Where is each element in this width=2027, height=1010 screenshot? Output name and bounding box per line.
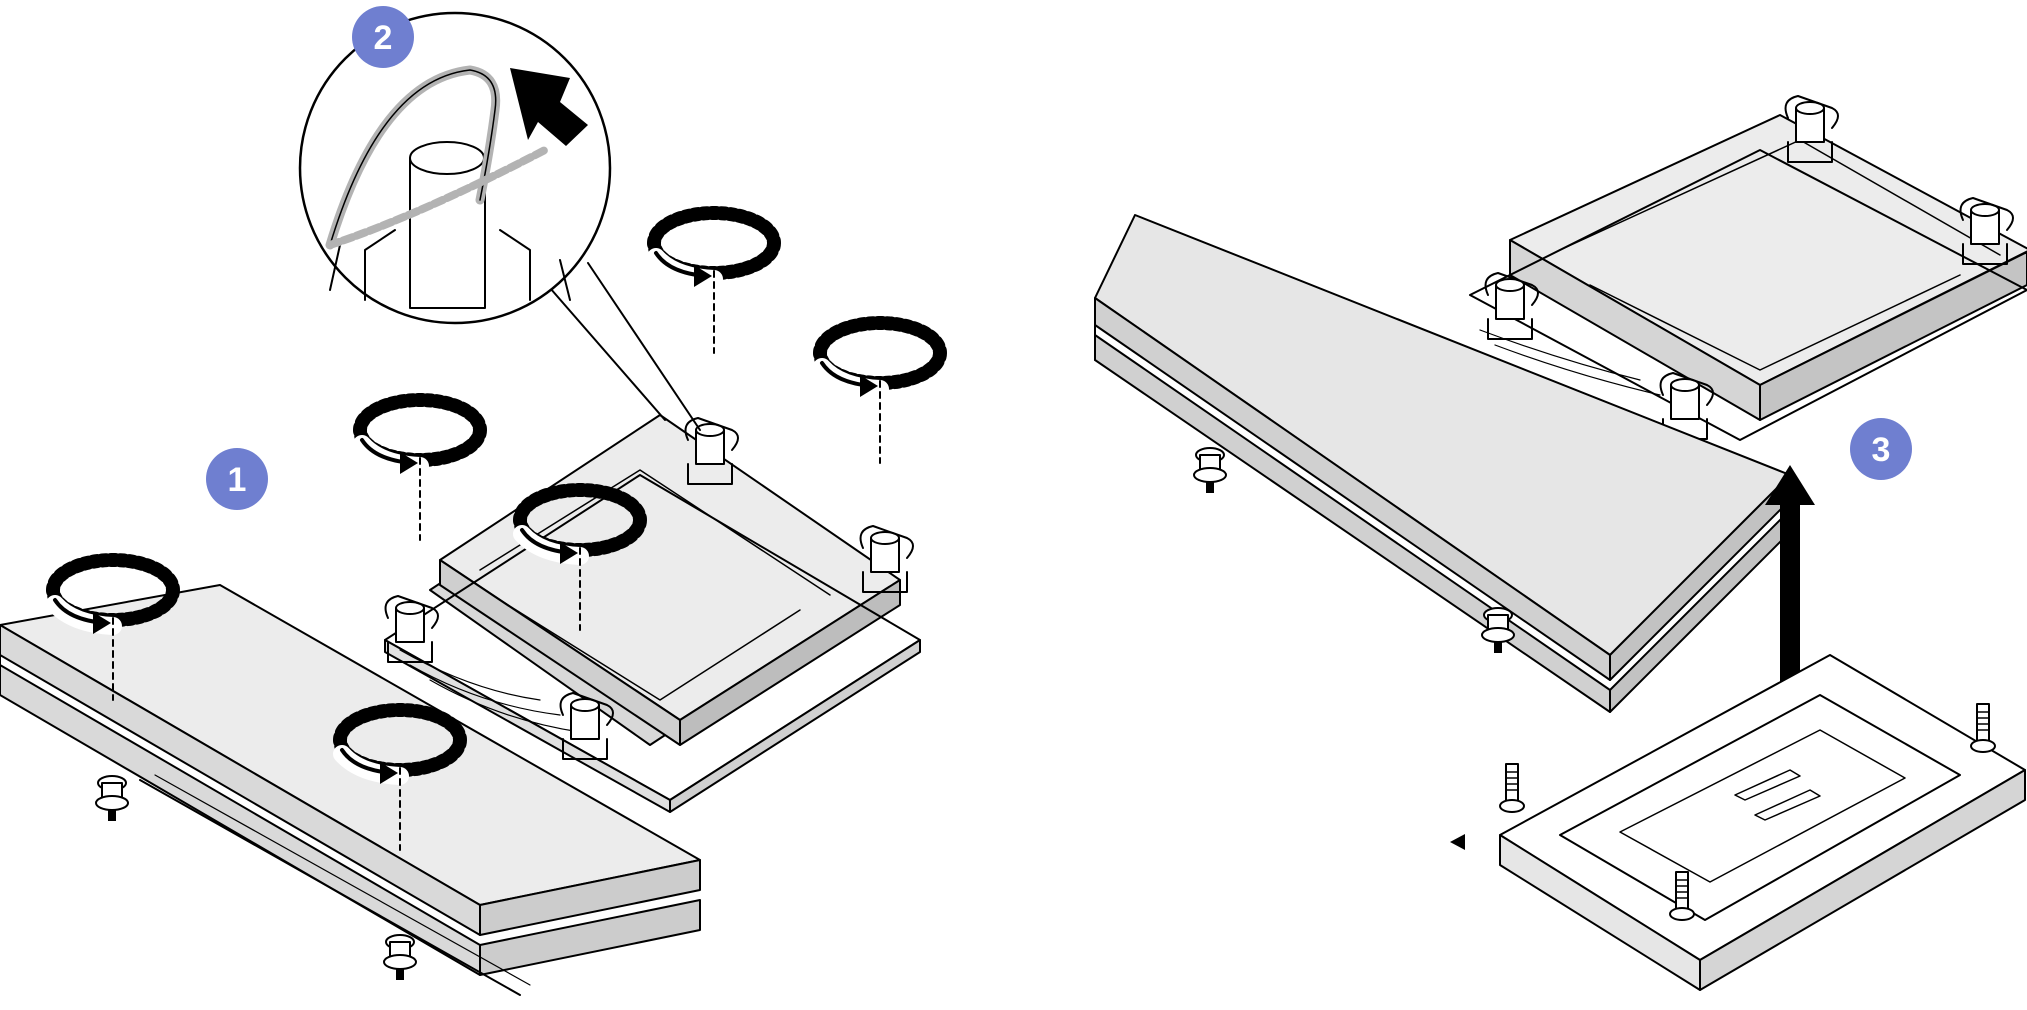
processor-socket (1450, 654, 2026, 991)
step-badge-2-label: 2 (374, 19, 393, 57)
step-badge-3-label: 3 (1872, 431, 1891, 469)
socket-pin-3 (1970, 703, 1996, 753)
step-badge-2: 2 (352, 6, 414, 68)
step-badge-1-label: 1 (228, 461, 247, 499)
right-radiator-bar (1094, 214, 1791, 713)
socket-pin-1 (1499, 763, 1525, 813)
right-screw-1 (1193, 447, 1227, 494)
step-badge-3: 3 (1850, 418, 1912, 480)
right-screw-2 (1481, 607, 1515, 654)
lift-lever-arrow (510, 68, 588, 146)
right-processor-heatsink (1469, 114, 2027, 441)
left-radiator-bar (0, 584, 701, 996)
left-screw-1 (95, 775, 129, 822)
rotate-arrow-2 (360, 400, 480, 540)
rotate-arrow-5 (820, 323, 940, 463)
rotate-arrow-4 (654, 213, 774, 353)
right-heatsink-assembly (1094, 95, 2027, 991)
left-screw-2 (383, 934, 417, 981)
left-heatsink-assembly (0, 11, 940, 996)
step-badge-1: 1 (206, 448, 268, 510)
zoom-callout (298, 11, 701, 431)
